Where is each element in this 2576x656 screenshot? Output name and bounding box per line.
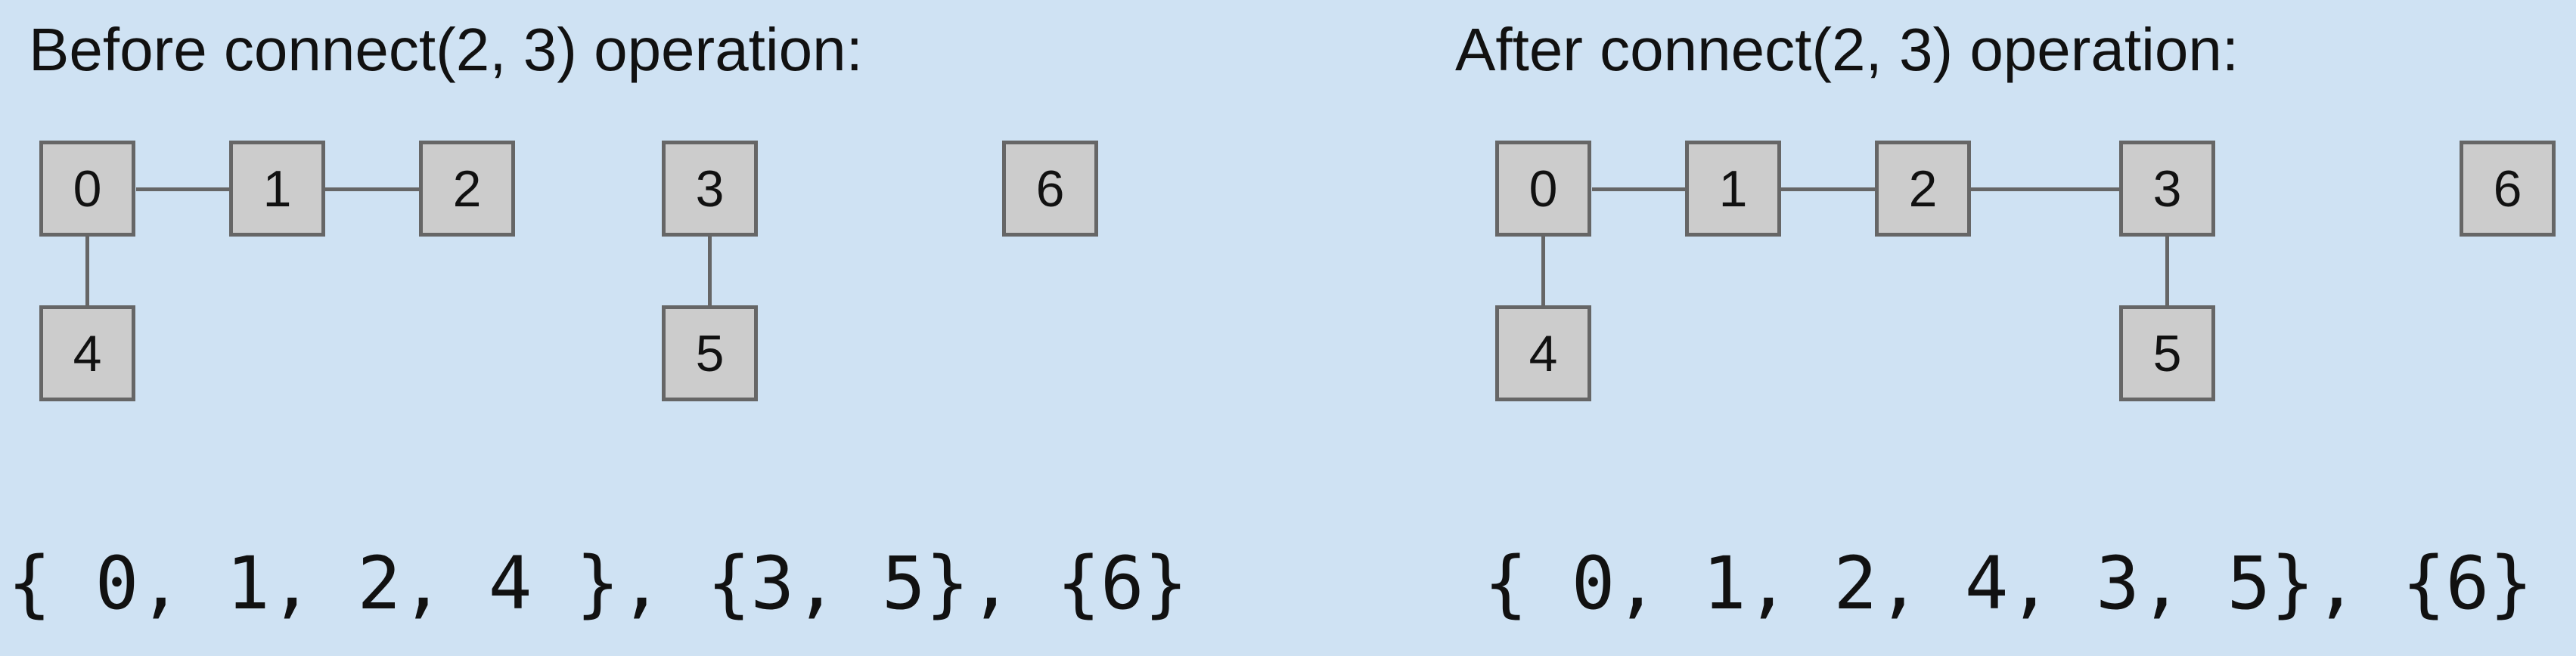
after-node-0: 0 <box>1495 141 1591 237</box>
after-sets-text: { 0, 1, 2, 4, 3, 5}, {6} <box>1484 541 2534 626</box>
before-node-4: 4 <box>39 305 135 401</box>
after-edge-3-5 <box>2165 237 2169 306</box>
after-node-6: 6 <box>2460 141 2556 237</box>
before-node-6: 6 <box>1002 141 1098 237</box>
before-edge-0-4 <box>85 237 89 306</box>
after-edge-2-3 <box>1971 187 2119 191</box>
after-title: After connect(2, 3) operation: <box>1455 16 2239 83</box>
after-node-1: 1 <box>1685 141 1781 237</box>
after-node-3: 3 <box>2119 141 2215 237</box>
before-edge-3-5 <box>708 237 712 306</box>
before-title: Before connect(2, 3) operation: <box>29 16 863 83</box>
after-node-2: 2 <box>1875 141 1971 237</box>
after-edge-0-1 <box>1592 187 1685 191</box>
before-node-3: 3 <box>662 141 758 237</box>
before-node-5: 5 <box>662 305 758 401</box>
after-edge-1-2 <box>1781 187 1875 191</box>
before-node-1: 1 <box>229 141 325 237</box>
after-node-5: 5 <box>2119 305 2215 401</box>
before-edge-1-2 <box>325 187 419 191</box>
before-node-0: 0 <box>39 141 135 237</box>
after-node-4: 4 <box>1495 305 1591 401</box>
before-edge-0-1 <box>136 187 229 191</box>
after-edge-0-4 <box>1541 237 1545 306</box>
before-node-2: 2 <box>419 141 515 237</box>
before-sets-text: { 0, 1, 2, 4 }, {3, 5}, {6} <box>8 541 1188 626</box>
